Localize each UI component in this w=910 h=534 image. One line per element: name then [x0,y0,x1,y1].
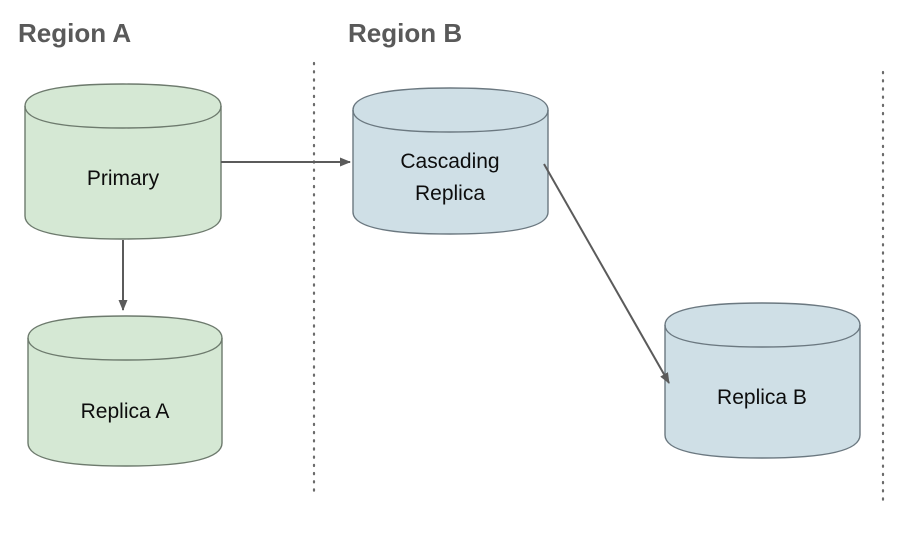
region-b-label: Region B [348,18,462,48]
node-replica-a[interactable]: Replica A [27,315,223,467]
replica-b-label: Replica B [717,386,807,409]
region-dividers [312,61,885,507]
node-cascading-replica[interactable]: Cascading Replica [352,87,549,235]
diagram-edges [118,157,670,384]
replica-a-cylinder-shape [27,315,223,467]
edge-cascading-to-replica-b-arrow [543,163,670,384]
cascading-replica-cylinder-shape [352,87,549,235]
replica-a-cylinder-top-ellipse [27,337,223,361]
replica-b-cylinder-shape [664,302,861,459]
cascading-replica-label-line1: Cascading [400,150,499,173]
replica-b-cylinder-top-ellipse [664,324,861,348]
primary-label: Primary [87,167,160,190]
primary-cylinder-shape [24,83,222,240]
node-primary[interactable]: Primary [24,83,222,240]
region-labels: Region A Region B [18,18,462,48]
primary-cylinder-top-ellipse [24,105,222,129]
node-replica-b[interactable]: Replica B [664,302,861,459]
region-a-label: Region A [18,18,131,48]
cascading-replica-label-line2: Replica [415,182,485,205]
replica-a-label: Replica A [81,400,170,423]
cascading-replica-cylinder-top-ellipse [352,109,549,133]
